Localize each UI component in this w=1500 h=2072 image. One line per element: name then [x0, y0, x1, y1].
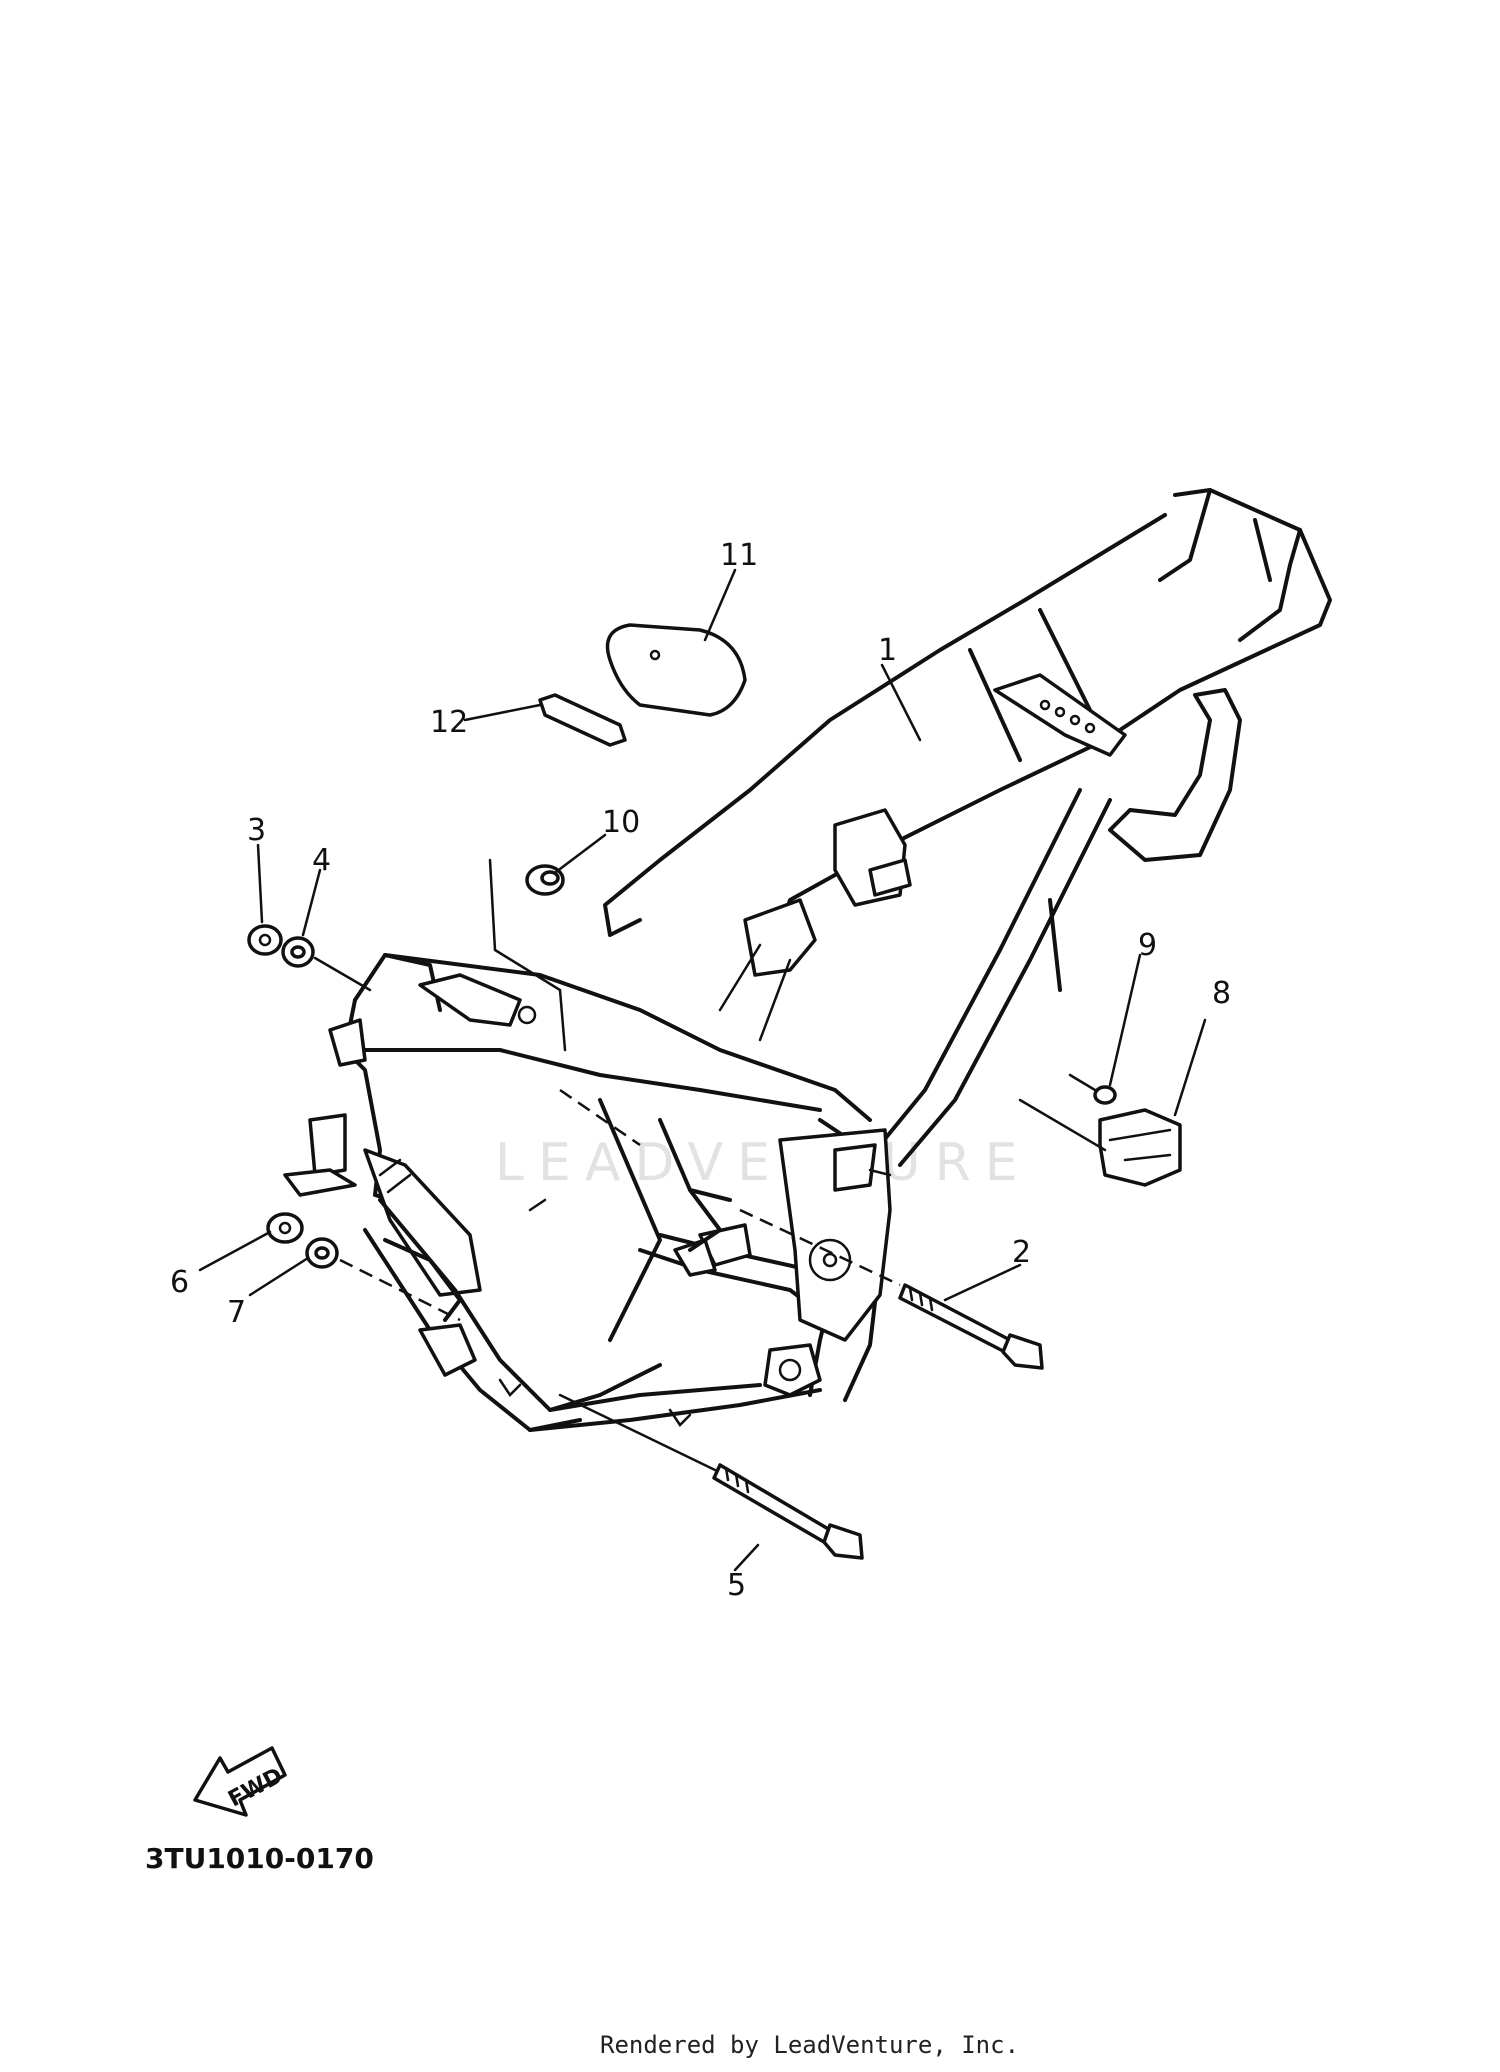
callout-1: 1: [878, 633, 897, 668]
callout-7: 7: [227, 1295, 246, 1330]
part-8-bracket: [1098, 1108, 1182, 1187]
part-9-bolt: [1068, 1073, 1117, 1105]
callout-4: 4: [312, 843, 331, 878]
part-11-cover: [605, 623, 747, 717]
footer-credit: Rendered by LeadVenture, Inc.: [600, 2031, 1019, 2059]
part-10-collar: [488, 858, 567, 1052]
part-3-nut: [247, 924, 283, 956]
callout-10: 10: [602, 805, 640, 840]
part-6-nut: [266, 1212, 304, 1244]
part-4-washer: [281, 936, 315, 968]
fwd-arrow-icon: FWD: [193, 1746, 287, 1817]
callout-leaders: [198, 568, 1207, 1572]
callout-6: 6: [170, 1265, 189, 1300]
callout-labels: 1 2 3 4 5 6 7 8 9 10 11 12: [170, 538, 1231, 1603]
callout-9: 9: [1138, 928, 1157, 963]
callout-5: 5: [727, 1568, 746, 1603]
callout-8: 8: [1212, 976, 1231, 1011]
part-5-bolt: [558, 1393, 864, 1560]
part-code: 3TU1010-0170: [145, 1842, 374, 1875]
part-12-clip: [538, 693, 627, 747]
part-2-bolt: [898, 1283, 1044, 1370]
callout-3: 3: [247, 813, 266, 848]
main-frame: [283, 488, 1332, 1432]
part-7-washer: [305, 1237, 339, 1269]
watermark-text: LEADVENTURE: [495, 1133, 1032, 1193]
callout-11: 11: [720, 538, 758, 573]
callout-12: 12: [430, 705, 468, 740]
callout-2: 2: [1012, 1235, 1031, 1270]
